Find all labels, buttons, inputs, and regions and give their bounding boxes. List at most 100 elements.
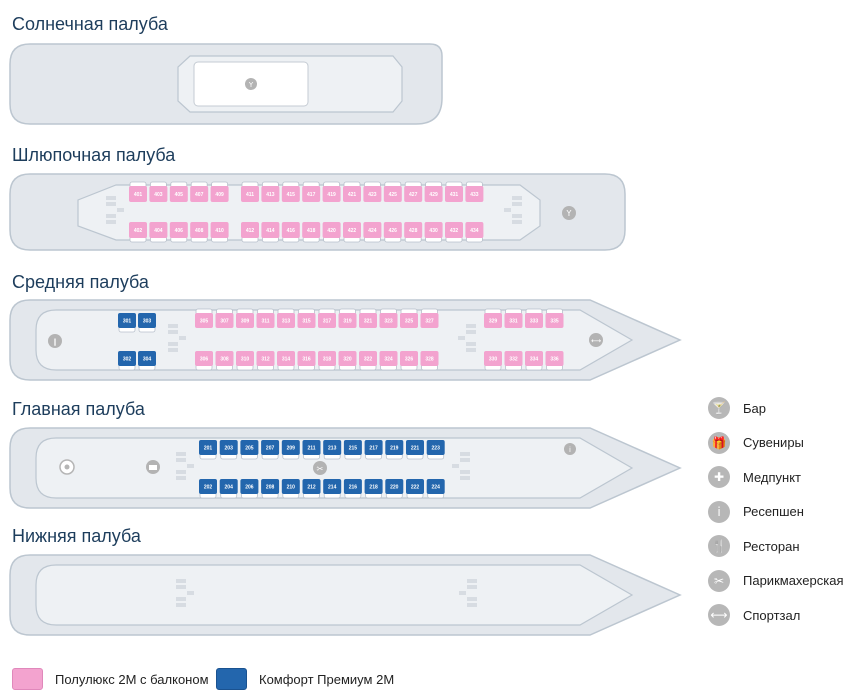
- cabin-430[interactable]: 430: [424, 222, 443, 243]
- cabin-434[interactable]: 434: [465, 222, 484, 243]
- cabin-204[interactable]: 204: [219, 479, 238, 499]
- cabin-313[interactable]: 313: [277, 308, 295, 328]
- cabin-420[interactable]: 420: [322, 222, 341, 243]
- cabin-334[interactable]: 334: [525, 351, 543, 371]
- cabin-224[interactable]: 224: [426, 479, 445, 499]
- cabin-223[interactable]: 223: [426, 440, 445, 460]
- cabin-207[interactable]: 207: [261, 440, 280, 460]
- cabin-214[interactable]: 214: [323, 479, 342, 499]
- cabin-305[interactable]: 305: [195, 308, 213, 328]
- cabin-222[interactable]: 222: [406, 479, 424, 499]
- cabin-216[interactable]: 216: [343, 479, 362, 499]
- cabin-327[interactable]: 327: [420, 308, 439, 328]
- cabin-321[interactable]: 321: [359, 308, 377, 328]
- cabin-335[interactable]: 335: [545, 308, 564, 328]
- cabin-213[interactable]: 213: [323, 440, 342, 460]
- cabin-217[interactable]: 217: [364, 440, 383, 460]
- info-icon[interactable]: i: [564, 443, 576, 455]
- cabin-409[interactable]: 409: [210, 181, 229, 202]
- cabin-431[interactable]: 431: [445, 181, 463, 202]
- medical-icon[interactable]: [59, 459, 75, 475]
- cabin-328[interactable]: 328: [420, 351, 439, 371]
- cabin-315[interactable]: 315: [297, 308, 316, 328]
- bar-icon[interactable]: Y: [562, 206, 576, 220]
- cabin-432[interactable]: 432: [445, 222, 463, 243]
- cabin-209[interactable]: 209: [281, 440, 300, 460]
- cabin-404[interactable]: 404: [149, 222, 168, 243]
- cabin-212[interactable]: 212: [302, 479, 321, 499]
- cabin-331[interactable]: 331: [504, 308, 523, 328]
- cabin-426[interactable]: 426: [383, 222, 402, 243]
- cabin-401[interactable]: 401: [129, 181, 147, 202]
- cabin-201[interactable]: 201: [199, 440, 217, 460]
- cabin-210[interactable]: 210: [281, 479, 300, 499]
- cabin-314[interactable]: 314: [277, 351, 295, 371]
- cabin-311[interactable]: 311: [256, 308, 275, 328]
- cabin-333[interactable]: 333: [525, 308, 543, 328]
- cabin-406[interactable]: 406: [169, 222, 188, 243]
- cabin-323[interactable]: 323: [379, 308, 398, 328]
- cabin-301[interactable]: 301: [118, 313, 136, 333]
- cabin-211[interactable]: 211: [302, 440, 321, 460]
- cabin-220[interactable]: 220: [385, 479, 404, 499]
- cabin-203[interactable]: 203: [219, 440, 238, 460]
- cabin-414[interactable]: 414: [261, 222, 280, 243]
- cabin-336[interactable]: 336: [545, 351, 564, 371]
- cabin-412[interactable]: 412: [241, 222, 259, 243]
- cabin-310[interactable]: 310: [236, 351, 254, 371]
- cabin-324[interactable]: 324: [379, 351, 398, 371]
- cabin-330[interactable]: 330: [484, 351, 502, 371]
- cabin-410[interactable]: 410: [210, 222, 229, 243]
- cabin-402[interactable]: 402: [129, 222, 147, 243]
- gym-icon[interactable]: ⟷: [589, 333, 603, 347]
- cabin-326[interactable]: 326: [400, 351, 418, 371]
- cabin-303[interactable]: 303: [138, 313, 156, 333]
- cabin-221[interactable]: 221: [406, 440, 424, 460]
- cabin-320[interactable]: 320: [338, 351, 357, 371]
- cabin-424[interactable]: 424: [363, 222, 382, 243]
- cabin-309[interactable]: 309: [236, 308, 254, 328]
- cabin-411[interactable]: 411: [241, 181, 259, 202]
- cabin-304[interactable]: 304: [138, 351, 156, 371]
- cabin-202[interactable]: 202: [199, 479, 217, 499]
- cabin-219[interactable]: 219: [385, 440, 404, 460]
- scissors-icon[interactable]: ✂: [313, 461, 327, 475]
- cabin-318[interactable]: 318: [318, 351, 336, 371]
- cabin-329[interactable]: 329: [484, 308, 502, 328]
- cabin-413[interactable]: 413: [261, 181, 280, 202]
- cabin-403[interactable]: 403: [149, 181, 168, 202]
- cabin-427[interactable]: 427: [404, 181, 423, 202]
- cabin-306[interactable]: 306: [195, 351, 213, 371]
- cabin-215[interactable]: 215: [343, 440, 362, 460]
- cabin-317[interactable]: 317: [318, 308, 336, 328]
- cabin-423[interactable]: 423: [363, 181, 382, 202]
- cabin-332[interactable]: 332: [504, 351, 523, 371]
- bar-icon[interactable]: Y: [245, 78, 257, 90]
- cabin-325[interactable]: 325: [400, 308, 418, 328]
- restaurant-icon[interactable]: ‖: [48, 334, 62, 348]
- cabin-307[interactable]: 307: [215, 308, 234, 328]
- cabin-433[interactable]: 433: [465, 181, 484, 202]
- cabin-415[interactable]: 415: [281, 181, 300, 202]
- cabin-408[interactable]: 408: [190, 222, 209, 243]
- cabin-319[interactable]: 319: [338, 308, 357, 328]
- cabin-419[interactable]: 419: [322, 181, 341, 202]
- cabin-322[interactable]: 322: [359, 351, 377, 371]
- cabin-428[interactable]: 428: [404, 222, 423, 243]
- cabin-407[interactable]: 407: [190, 181, 209, 202]
- cabin-218[interactable]: 218: [364, 479, 383, 499]
- cabin-417[interactable]: 417: [302, 181, 321, 202]
- cabin-425[interactable]: 425: [383, 181, 402, 202]
- cabin-312[interactable]: 312: [256, 351, 275, 371]
- cabin-316[interactable]: 316: [297, 351, 316, 371]
- cabin-421[interactable]: 421: [343, 181, 361, 202]
- cabin-308[interactable]: 308: [215, 351, 234, 371]
- cabin-208[interactable]: 208: [261, 479, 280, 499]
- cabin-205[interactable]: 205: [240, 440, 259, 460]
- cabin-418[interactable]: 418: [302, 222, 321, 243]
- cabin-405[interactable]: 405: [169, 181, 188, 202]
- gift-icon[interactable]: [146, 460, 160, 474]
- cabin-416[interactable]: 416: [281, 222, 300, 243]
- cabin-422[interactable]: 422: [343, 222, 361, 243]
- cabin-206[interactable]: 206: [240, 479, 259, 499]
